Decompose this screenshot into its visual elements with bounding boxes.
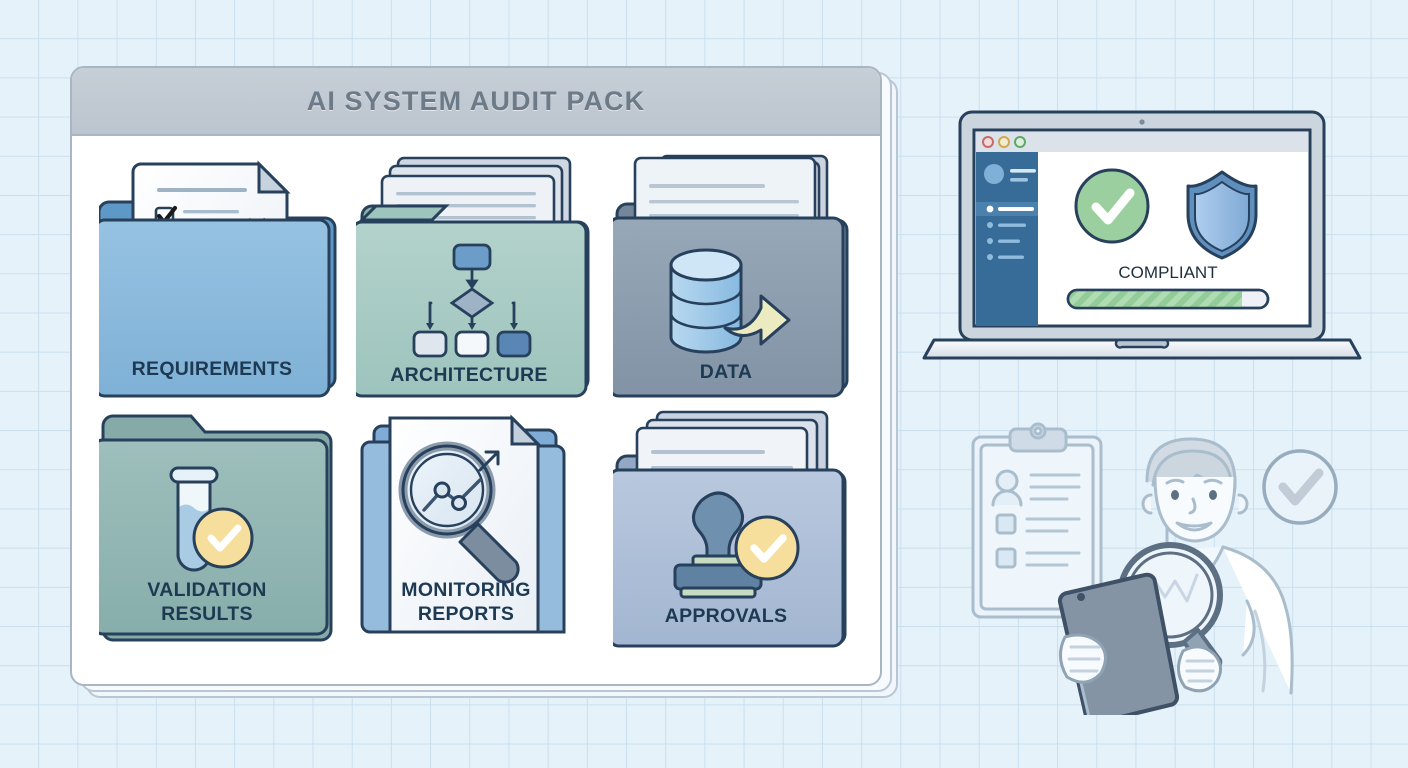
check-circle-icon (1262, 449, 1338, 525)
database-export-icon (669, 248, 791, 354)
folder-card-approvals[interactable]: APPROVALS (605, 408, 862, 666)
window-minimize-dot (998, 136, 1010, 148)
folder-front-requirements (98, 218, 331, 398)
tablet-icon (1057, 572, 1180, 726)
test-tube-check-icon (169, 466, 254, 572)
laptop-device: COMPLIANT (922, 108, 1362, 373)
window-titlebar (976, 132, 1308, 152)
sidebar-item-label-1 (998, 207, 1034, 211)
rubber-stamp-check-icon (673, 491, 800, 599)
sidebar-item-dot-2 (987, 222, 993, 228)
folder-card-monitoring-reports[interactable]: MONITORING REPORTS (347, 408, 604, 666)
progress-bar-fill (1068, 290, 1242, 308)
folder-label-line2: RESULTS (161, 603, 253, 625)
laptop-notch (1114, 338, 1170, 349)
hand-left (1059, 633, 1107, 684)
export-arrow-icon (723, 294, 791, 346)
check-badge-icon (192, 507, 254, 569)
folder-label: DATA (700, 361, 752, 383)
auditor-illustration (955, 415, 1365, 726)
check-circle-icon (1074, 168, 1150, 244)
shield-icon (1186, 170, 1258, 260)
app-sidebar (976, 152, 1038, 326)
person-avatar-row (991, 469, 1023, 507)
folder-grid: REQUIREMENTS (72, 136, 880, 684)
window-close-dot (982, 136, 994, 148)
folder-label-line1: MONITORING (401, 579, 530, 601)
clipboard-icon (971, 422, 1103, 619)
folder-card-architecture[interactable]: ARCHITECTURE (347, 150, 604, 408)
progress-bar (1066, 288, 1270, 310)
folder-label-line2: REPORTS (418, 603, 514, 625)
folder-card-validation-results[interactable]: VALIDATION RESULTS (90, 408, 347, 666)
panel-header: AI SYSTEM AUDIT PACK (72, 68, 880, 136)
magnifier-trend-chart-icon (398, 441, 520, 584)
checkbox-row-2 (995, 547, 1017, 569)
folder-label-line1: VALIDATION (147, 579, 266, 601)
folder-label: REQUIREMENTS (131, 358, 292, 380)
audit-pack-panel: AI SYSTEM AUDIT PACK (70, 66, 882, 686)
check-badge-icon (734, 515, 800, 581)
avatar (984, 164, 1004, 184)
laptop-base (922, 338, 1362, 360)
folder-card-requirements[interactable]: REQUIREMENTS (90, 150, 347, 408)
webcam-icon (1139, 119, 1145, 125)
hand-right (1177, 645, 1222, 693)
window-maximize-dot (1014, 136, 1026, 148)
sidebar-item-dot-3 (987, 238, 993, 244)
flowchart-diagram-icon (412, 243, 532, 358)
sidebar-item-label-3 (998, 239, 1020, 243)
sidebar-item-label-2 (998, 223, 1026, 227)
sidebar-item-dot-4 (987, 254, 993, 260)
page-title: AI SYSTEM AUDIT PACK (306, 85, 646, 116)
folder-label: ARCHITECTURE (390, 364, 547, 386)
folder-label: APPROVALS (665, 605, 788, 627)
status-label: COMPLIANT (1118, 263, 1217, 282)
sidebar-item-dot-1 (986, 205, 994, 213)
folder-card-data[interactable]: DATA (605, 150, 862, 408)
sidebar-item-label-4 (998, 255, 1024, 259)
checkbox-row-1 (995, 513, 1017, 535)
